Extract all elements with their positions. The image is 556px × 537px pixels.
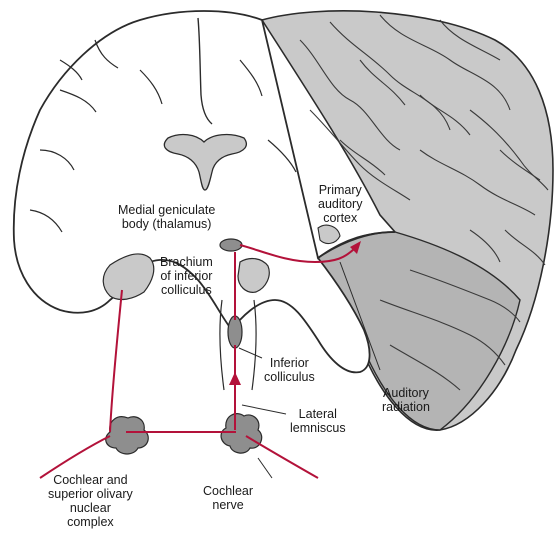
label-lateral-lemniscus: Lateral lemniscus (290, 407, 346, 435)
label-inferior-colliculus: Inferior colliculus (264, 356, 315, 384)
label-medial-geniculate-body: Medial geniculate body (thalamus) (118, 203, 215, 231)
medial-geniculate-body (220, 239, 242, 251)
lemniscus-arrowhead (229, 372, 241, 385)
auditory-cortex-fold (318, 225, 340, 243)
cochlear-nucleus-left (106, 417, 149, 454)
label-brachium-of-inferior-colliculus: Brachium of inferior colliculus (160, 255, 213, 297)
label-primary-auditory-cortex: Primary auditory cortex (318, 183, 362, 225)
label-cochlear-nerve: Cochlear nerve (203, 484, 253, 512)
inferior-colliculus-body (228, 316, 242, 348)
label-cochlear-superior-olivary-complex: Cochlear and superior olivary nuclear co… (48, 473, 133, 529)
label-auditory-radiation: Auditory radiation (382, 386, 430, 414)
cochlear-nucleus-right (221, 414, 262, 453)
